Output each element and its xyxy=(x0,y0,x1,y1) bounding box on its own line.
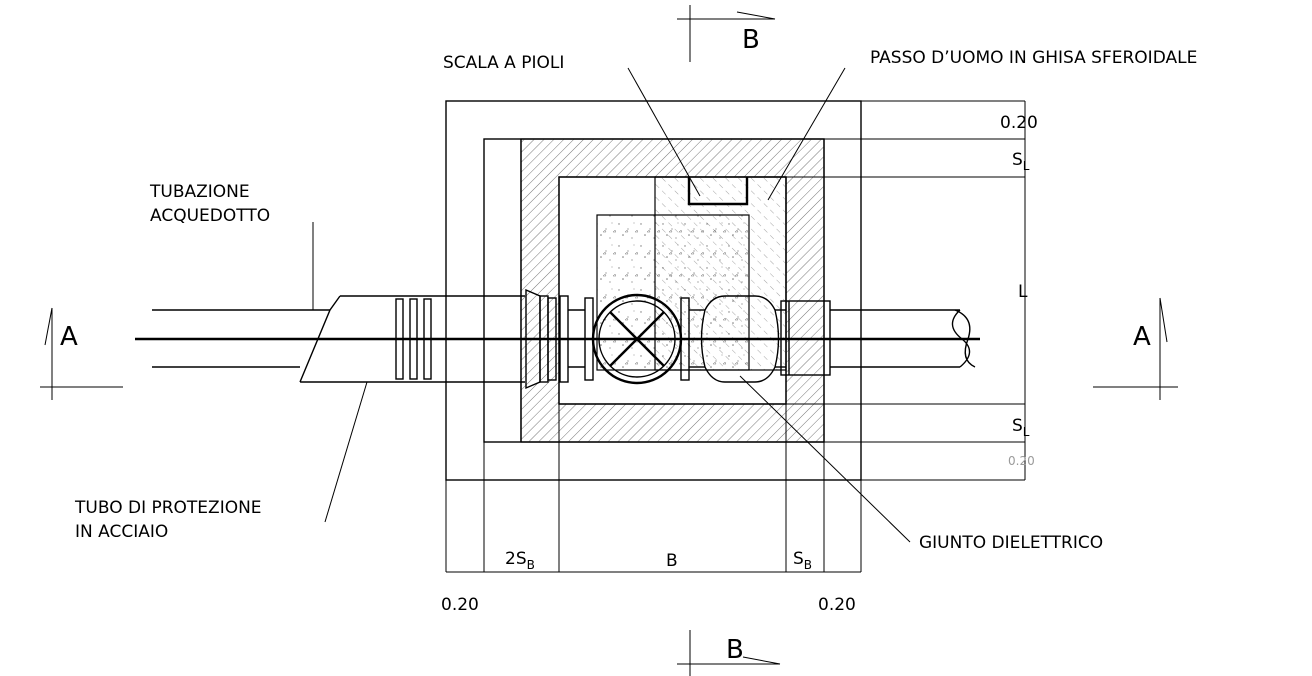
label-sleeve-1: TUBO DI PROTEZIONE xyxy=(74,498,262,518)
pipeline xyxy=(135,288,980,390)
section-mark-b-bottom xyxy=(677,630,781,676)
section-mark-a-right xyxy=(1093,297,1178,400)
outer-wall xyxy=(445,100,862,481)
pipe-break xyxy=(951,309,976,368)
section-a-left-label: A xyxy=(60,322,78,352)
dim-width: B xyxy=(666,551,678,571)
label-pipeline-2: ACQUEDOTTO xyxy=(150,206,270,226)
leaders xyxy=(312,67,911,543)
section-b-top-label: B xyxy=(742,25,760,55)
section-mark-a-left xyxy=(40,307,123,400)
section-mark-b-top xyxy=(677,5,776,62)
dim-wall-top: 0.20 xyxy=(1000,113,1038,133)
dim-sb: SB xyxy=(793,549,812,572)
label-dielectric-joint: GIUNTO DIELETTRICO xyxy=(919,533,1103,553)
dim-wall-left: 0.20 xyxy=(441,595,479,615)
dielectric-joint xyxy=(700,295,780,383)
section-a-right-label: A xyxy=(1133,322,1151,352)
ladder-top xyxy=(687,177,749,206)
dim-wall-right: 0.20 xyxy=(818,595,856,615)
dim-sl-top: SL xyxy=(1012,150,1030,173)
dim-wall-bottom: 0.20 xyxy=(1008,454,1035,468)
dim-2sb: 2SB xyxy=(505,549,535,572)
label-pipeline-1: TUBAZIONE xyxy=(149,182,250,202)
section-b-bottom-label: B xyxy=(726,635,744,665)
dimensions-right xyxy=(786,100,1026,481)
gate-valve xyxy=(591,293,683,385)
label-sleeve-2: IN ACCIAIO xyxy=(75,522,168,542)
label-manhole: PASSO D’UOMO IN GHISA SFEROIDALE xyxy=(870,48,1197,68)
protection-sleeve xyxy=(299,295,525,383)
dimensions-bottom xyxy=(445,404,862,573)
dim-sl-bottom: SL xyxy=(1012,416,1030,439)
label-ladder: SCALA A PIOLI xyxy=(443,53,564,73)
manhole-cover xyxy=(596,176,787,371)
dim-length: L xyxy=(1018,282,1028,302)
